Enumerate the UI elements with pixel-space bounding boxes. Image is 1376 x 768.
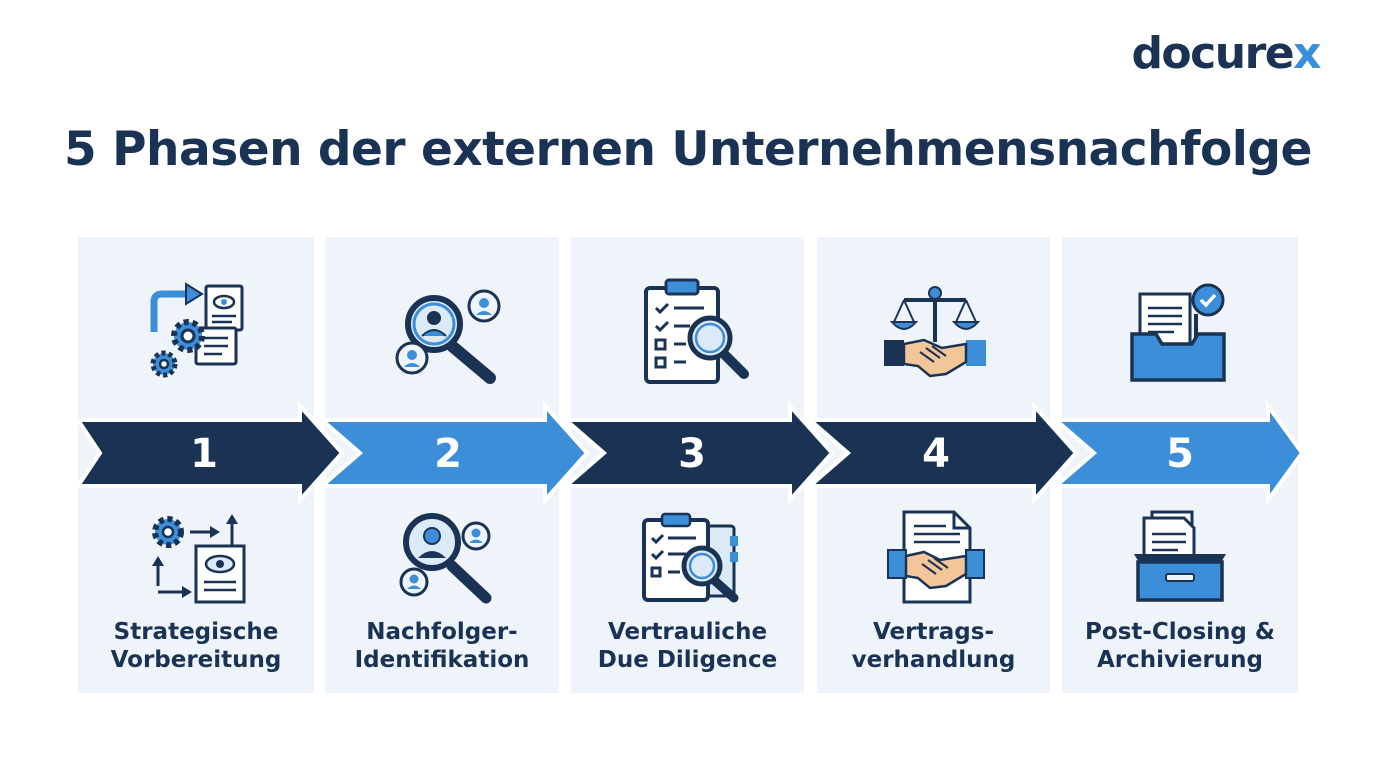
phase-arrow-1 [74,400,345,506]
phase-arrow-3 [560,400,835,506]
scales-handshake-icon [880,284,990,384]
phase-label-2-line2: Identifikation [354,647,530,673]
candidate-search-icon [392,284,504,384]
phase-label-4-line1: Vertrags- [872,619,995,645]
clipboard-audit-icon [640,512,746,604]
phase-label-4-line2: verhandlung [851,647,1016,673]
contract-handshake-icon [884,510,988,606]
phase-number-5: 5 [1166,431,1194,477]
page-title: 5 Phasen der externen Unternehmensnachfo… [64,122,1312,177]
phase-label-2: Nachfolger-Identifikation [325,618,559,674]
phase-label-5-line1: Post-Closing & [1085,619,1275,645]
logo-accent: x [1293,28,1321,79]
phase-number-4: 4 [922,431,950,477]
phase-label-5: Post-Closing &Archivierung [1062,618,1298,674]
phase-label-1-line2: Vorbereitung [110,647,282,673]
strategy-document-icon [148,512,252,606]
phase-arrow-4 [804,400,1079,506]
phase-label-2-line1: Nachfolger- [366,619,518,645]
archive-tray-check-icon [1128,282,1230,386]
phase-number-1: 1 [190,431,218,477]
phase-label-5-line2: Archivierung [1096,647,1264,673]
phase-label-4: Vertrags-verhandlung [817,618,1050,674]
phase-arrow-5 [1050,399,1305,507]
phase-label-3-line2: Due Diligence [597,647,778,673]
phase-label-3-line1: Vertrauliche [607,619,768,645]
gears-documents-icon [148,280,252,384]
logo-wordmark: docure [1131,28,1294,79]
phase-label-1-line1: Strategische [113,619,279,645]
checklist-magnifier-icon [640,278,752,388]
person-search-icon [394,510,500,606]
phase-number-2: 2 [434,431,462,477]
brand-logo: docurex [1131,28,1321,79]
phase-arrow-2 [316,400,590,506]
archive-box-icon [1130,510,1230,606]
phase-number-3: 3 [678,431,706,477]
